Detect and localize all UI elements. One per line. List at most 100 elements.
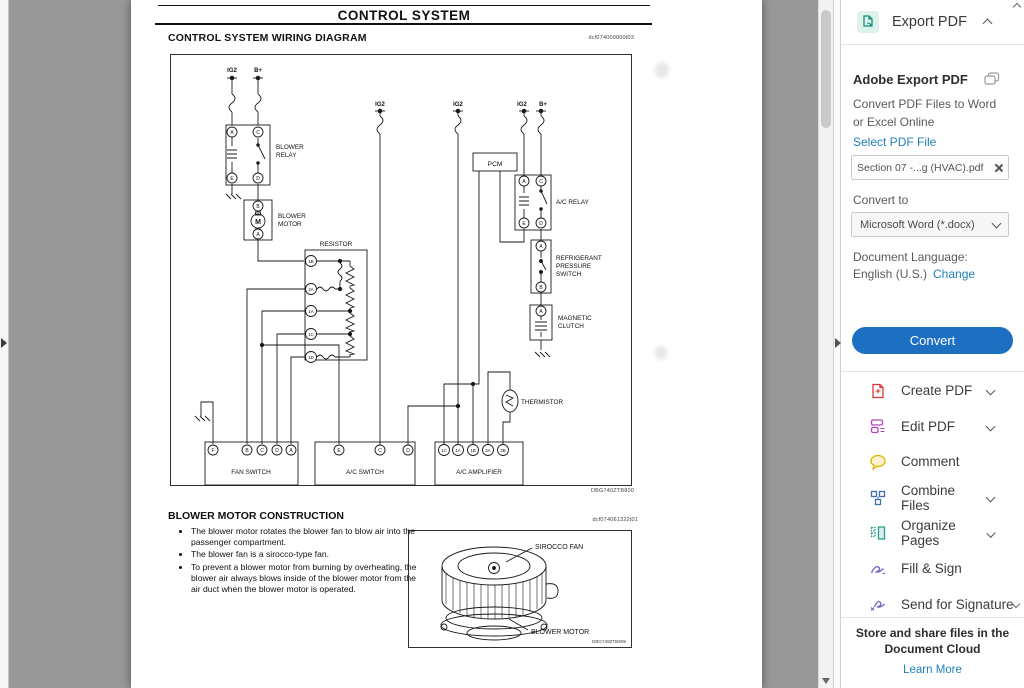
component-label: BLOWER [278,213,306,220]
tool-item-fill-sign[interactable]: Fill & Sign [841,551,1024,587]
component-label: A/C SWITCH [346,469,384,476]
blower-motor-symbol [243,199,304,262]
terminal: F [211,448,214,454]
scan-smudge [655,62,669,78]
expand-nav-panel-icon[interactable] [1,338,7,348]
tools-list: Create PDF Edit PDF Comment [841,373,1024,617]
terminal: 2A [485,448,490,453]
figure-code: dcf074000000t03 [588,35,634,41]
collapse-section-icon[interactable] [982,18,993,29]
terminal: 2B [500,448,505,453]
learn-more-link[interactable]: Learn More [903,664,962,677]
component-label: PRESSURE [556,263,591,270]
tool-item-create-pdf[interactable]: Create PDF [841,373,1024,409]
construction-bullet: The blower motor rotates the blower fan … [191,526,423,548]
tool-item-comment[interactable]: Comment [841,444,1024,480]
chevron-down-icon [985,421,996,432]
tool-item-organize-pages[interactable]: Organize Pages [841,515,1024,551]
tool-item-edit-pdf[interactable]: Edit PDF [841,409,1024,445]
terminal: C [260,448,264,454]
divider [841,371,1024,372]
terminal: E [230,176,234,182]
convert-to-label: Convert to [853,193,909,207]
scrollbar-thumb[interactable] [821,10,831,128]
pcm-box [443,152,525,445]
wire-ac-switch-d [407,405,458,445]
document-canvas: CONTROL SYSTEM CONTROL SYSTEM WIRING DIA… [10,0,818,688]
fan-switch-box [204,441,299,486]
chevron-down-icon [985,492,996,503]
component-label: MAGNETIC [558,315,592,322]
fill-sign-icon [870,565,885,574]
construction-heading: BLOWER MOTOR CONSTRUCTION [168,510,344,522]
scan-smudge [655,346,667,360]
component-label: RELAY [276,152,297,159]
terminal: A [539,244,543,250]
scroll-down-arrow-icon[interactable] [822,678,830,684]
terminal: 1C [441,448,447,453]
figure-label: SIROCCO FAN [535,544,583,551]
terminal: D [256,176,260,182]
ac-relay [514,174,552,240]
title-underline [155,23,652,25]
tool-item-send-for-signature[interactable]: Send for Signature [841,587,1024,617]
change-language-link[interactable]: Change [933,267,976,281]
component-label: A/C AMPLIFIER [456,469,502,476]
component-label: BLOWER [276,144,304,151]
terminal: M [255,219,261,226]
expand-panel-icon[interactable] [835,338,841,348]
document-scrollbar[interactable] [818,0,833,688]
clear-file-icon[interactable] [993,163,1003,173]
tool-label: Organize Pages [901,518,956,549]
terminal: 1B [470,448,475,453]
terminal: C [539,179,543,185]
terminal: D [539,221,543,227]
terminal: A [539,309,543,315]
component-label: PCM [488,161,503,168]
blower-motor-figure: SIROCCO FAN BLOWER MOTOR DBG749ZTB909 [408,530,632,648]
component-label: THERMISTOR [521,399,564,406]
ac-switch-box [314,441,416,486]
create-pdf-icon [872,383,884,398]
panel-title: Export PDF [892,14,967,30]
wiring-diagram: IG2 B+ IG2 IG2 IG2 B+ BLOWER RELAY BLOWE… [170,54,632,486]
tool-item-combine-files[interactable]: Combine Files [841,480,1024,516]
language-value: English (U.S.) [853,267,928,281]
terminal: C [378,448,382,454]
component-label: FAN SWITCH [231,469,271,476]
tool-label: Comment [901,454,960,470]
export-pdf-icon [857,11,879,33]
power-label: B+ [254,68,262,74]
tool-label: Fill & Sign [901,561,962,577]
panel-splitter[interactable] [833,0,841,688]
terminal: A [522,179,526,185]
export-pdf-header[interactable]: Export PDF [841,0,1024,45]
tool-label: Create PDF [901,383,973,399]
document-cloud-footer: Store and share files in the Document Cl… [841,617,1024,678]
terminal: B [245,448,249,454]
terminal: 1A [455,448,460,453]
terminal: D [275,448,279,454]
figure-code: dcf074061322t01 [592,517,638,523]
terminal: A [289,448,293,454]
component-label: RESISTOR [320,241,353,248]
terminal: A [230,130,234,136]
select-pdf-file-link[interactable]: Select PDF File [853,135,937,149]
nav-panel-gutter[interactable] [0,0,9,688]
thermistor-symbol [487,371,519,445]
panel-description: Convert PDF Files to Word or Excel Onlin… [853,97,997,129]
format-dropdown[interactable]: Microsoft Word (*.docx) [851,212,1009,237]
power-label: IG2 [375,102,385,108]
convert-button[interactable]: Convert [852,327,1013,354]
figure-label: BLOWER MOTOR [531,629,589,636]
construction-bullet-list: The blower motor rotates the blower fan … [191,526,423,596]
component-label: A/C RELAY [556,199,590,206]
terminal: E [522,221,526,227]
magnetic-clutch [529,304,553,358]
selected-file-field[interactable]: Section 07 -...g (HVAC).pdf [851,155,1009,180]
wires [194,288,340,444]
header-rule [158,5,650,6]
terminal: 1D [308,355,314,360]
send-signature-icon [870,601,885,612]
component-label: SWITCH [556,271,582,278]
